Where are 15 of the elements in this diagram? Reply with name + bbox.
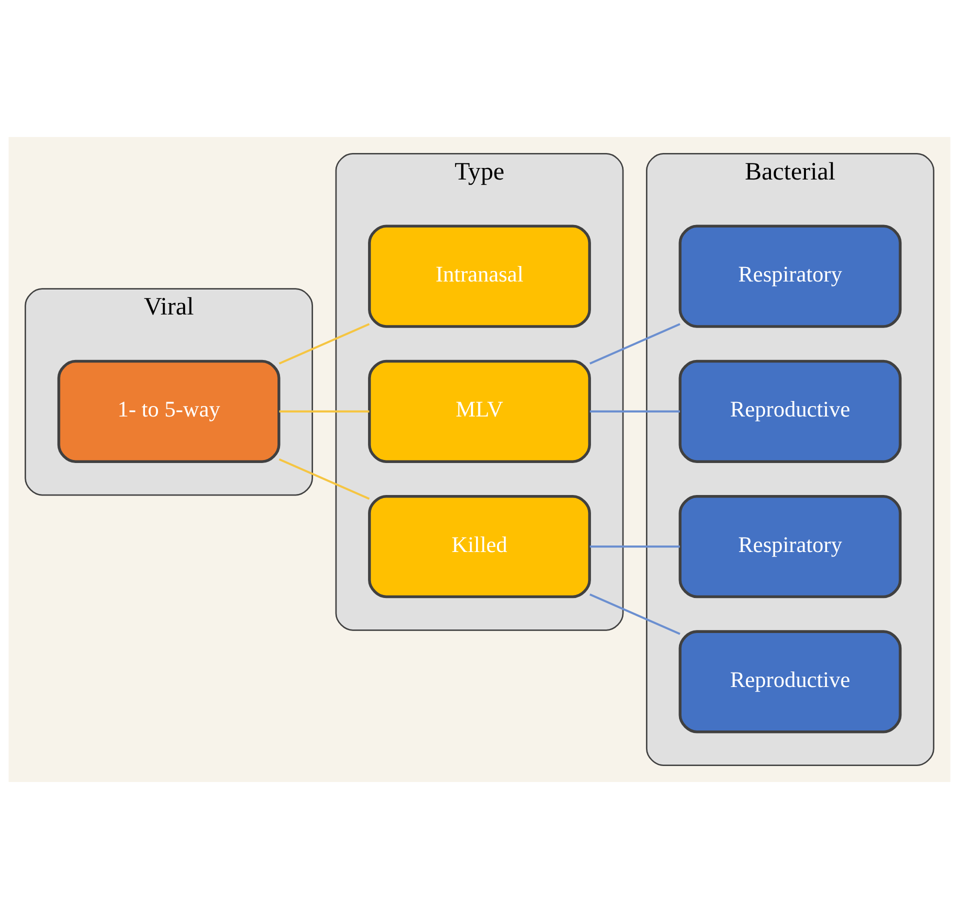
connector: [589, 592, 680, 634]
node-box: Respiratory: [678, 224, 902, 328]
node-box: Intranasal: [368, 224, 591, 328]
connector: [278, 458, 370, 500]
node-box: Reproductive: [678, 359, 902, 462]
node-box: MLV: [368, 359, 591, 462]
node-box: 1- to 5-way: [57, 359, 280, 462]
connector: [589, 322, 680, 364]
node-box: Respiratory: [678, 494, 902, 598]
connector: [590, 410, 680, 412]
node-box: Killed: [368, 494, 591, 598]
connector: [279, 410, 370, 412]
connector: [278, 322, 370, 364]
connector: [590, 545, 680, 548]
node-box: Reproductive: [678, 630, 902, 733]
